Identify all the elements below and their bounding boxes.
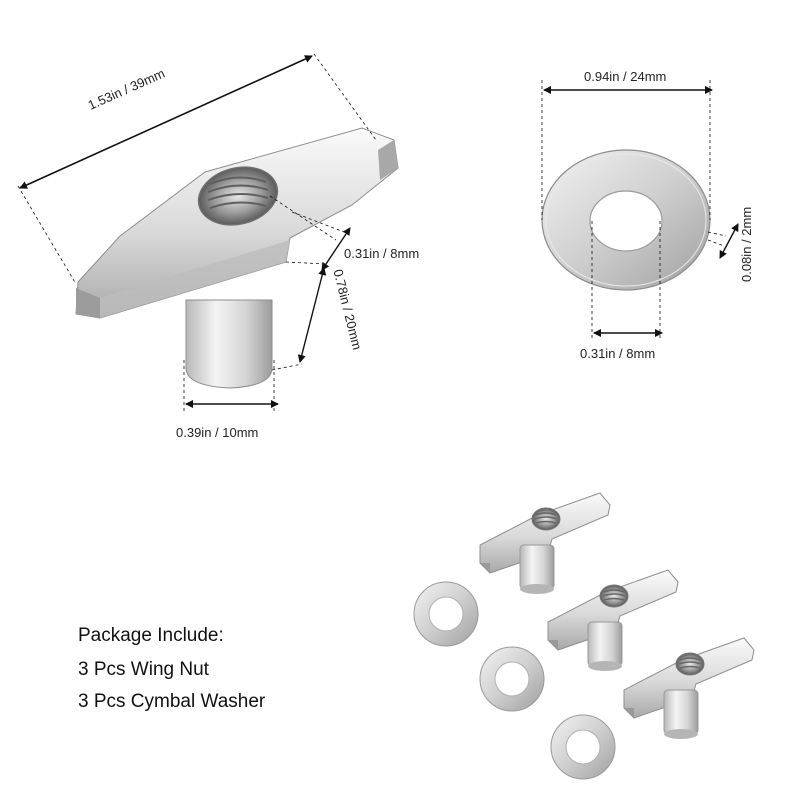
washer-inner-label: 0.31in / 8mm xyxy=(580,346,656,361)
washer-large xyxy=(541,149,711,291)
package-item-washer: 3 Pcs Cymbal Washer xyxy=(78,691,266,712)
package-wing-nut-1 xyxy=(479,492,611,595)
package-item-wing-nut: 3 Pcs Wing Nut xyxy=(78,659,209,680)
wing-nut-stem-label: 0.39in / 10mm xyxy=(176,425,259,440)
package-washer-3 xyxy=(550,714,616,780)
washer-outer-label: 0.94in / 24mm xyxy=(584,69,667,84)
package-wing-nut-3 xyxy=(623,637,755,740)
package-wing-nut-2 xyxy=(547,569,679,672)
package-washer-1 xyxy=(413,581,479,647)
wing-nut-thread-label: 0.31in / 8mm xyxy=(344,246,420,261)
washer-thickness-label: 0.08in / 2mm xyxy=(739,206,754,282)
package-heading: Package Include: xyxy=(78,625,224,646)
package-contents-illustration xyxy=(413,492,755,780)
wing-nut-dimension-lines xyxy=(17,53,377,412)
washer-dimension-lines xyxy=(541,80,739,340)
package-washer-2 xyxy=(479,646,545,712)
